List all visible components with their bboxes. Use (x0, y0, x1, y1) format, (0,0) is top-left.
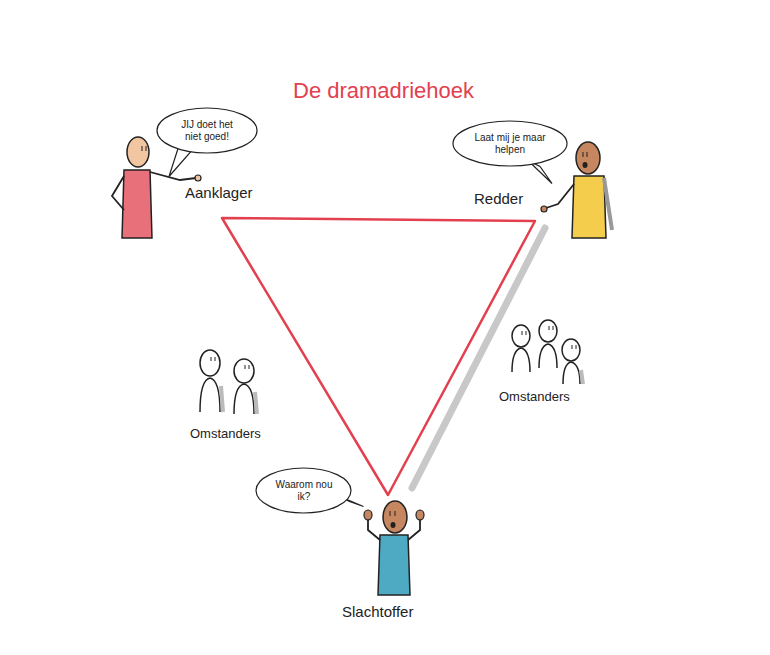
triangle-shadow (412, 228, 545, 488)
bubble-outline (452, 120, 568, 167)
bubble-outline (156, 107, 258, 154)
role-name: Aanklager (185, 184, 253, 201)
bubble-ellipse (256, 468, 351, 513)
bystander-label: Omstanders (499, 389, 570, 404)
speech-bubble: JIJ doet het niet goed! (156, 107, 258, 154)
speech-bubble: Waarom nou ik? (255, 467, 352, 514)
diagram-title: De dramadriehoek (293, 78, 474, 104)
bubble-ellipse (453, 121, 567, 166)
speech-bubble: Laat mij je maar helpen (452, 120, 568, 167)
drama-triangle (222, 218, 535, 495)
role-name: Redder (474, 190, 523, 207)
bubble-ellipse (157, 108, 257, 153)
bystander-figures (200, 350, 257, 414)
bystander-label: Omstanders (190, 426, 261, 441)
bystander-figures (512, 320, 583, 384)
bubble-text: Waarom nou ik? (273, 479, 335, 503)
victim-figure (364, 501, 424, 595)
bubble-outline (255, 467, 352, 514)
role-name: Slachtoffer (342, 603, 413, 620)
bubble-text: Laat mij je maar helpen (472, 132, 548, 156)
bubble-text: JIJ doet het niet goed! (174, 119, 240, 143)
